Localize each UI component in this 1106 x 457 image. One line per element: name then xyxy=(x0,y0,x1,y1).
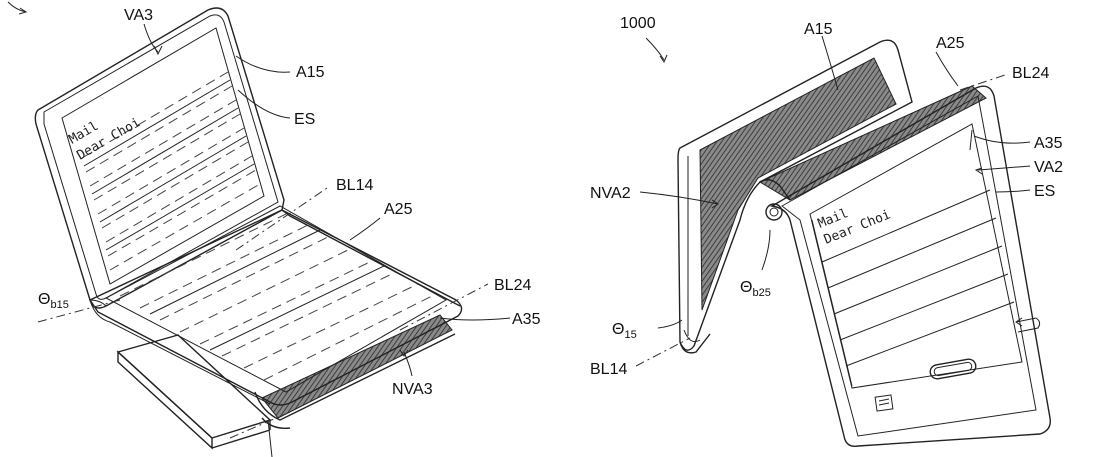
label-es-right: ES xyxy=(1034,183,1055,200)
label-theta-b25: Θb25 xyxy=(740,279,771,299)
lower-panel-housing xyxy=(88,209,463,406)
bl24-axis-right xyxy=(959,73,1009,91)
figure-pointer-arrow xyxy=(7,1,27,13)
upper-screen xyxy=(61,27,265,285)
left-figure: Mail Dear Choi VA3 A15 ES BL14 A25 BL24 … xyxy=(7,1,541,457)
label-1000: 1000 xyxy=(620,15,656,32)
label-a25: A25 xyxy=(384,201,413,218)
nva2-hatched-area xyxy=(699,57,897,311)
label-a35: A35 xyxy=(512,311,541,328)
label-bl24-right: BL24 xyxy=(1012,65,1049,82)
fold-axis-bottom xyxy=(229,411,291,439)
label-bl24: BL24 xyxy=(494,277,531,294)
label-bl14-right: BL14 xyxy=(590,361,627,378)
label-theta-b15: Θb15 xyxy=(38,291,69,311)
bl14-axis-right xyxy=(635,337,691,367)
label-va2: VA2 xyxy=(1034,159,1063,176)
label-a25-right: A25 xyxy=(936,35,965,52)
label-es: ES xyxy=(294,111,315,128)
bl24-axis xyxy=(399,283,489,331)
home-button xyxy=(929,358,977,380)
front-panel-housing xyxy=(769,85,1051,447)
hinge-pivot xyxy=(765,203,783,221)
label-nva3: NVA3 xyxy=(392,381,433,398)
back-panel-housing xyxy=(677,39,913,351)
label-a15: A15 xyxy=(296,64,325,81)
right-figure: Mail Dear Choi xyxy=(590,15,1063,447)
label-nva2: NVA2 xyxy=(590,185,631,202)
label-va3: VA3 xyxy=(124,7,153,24)
upper-screen-rows xyxy=(81,71,261,271)
upper-panel-housing xyxy=(34,7,285,309)
back-icon xyxy=(1015,317,1041,333)
label-bl14: BL14 xyxy=(336,177,373,194)
label-a35-right: A35 xyxy=(1034,135,1063,152)
lower-screen-rows xyxy=(119,211,437,381)
front-screen-rows xyxy=(821,189,1015,367)
menu-icon xyxy=(874,394,894,412)
label-a15-right: A15 xyxy=(804,21,833,38)
label-theta-15: Θ15 xyxy=(612,321,637,341)
fold-axis-left xyxy=(37,299,121,323)
base-stand xyxy=(116,334,272,450)
